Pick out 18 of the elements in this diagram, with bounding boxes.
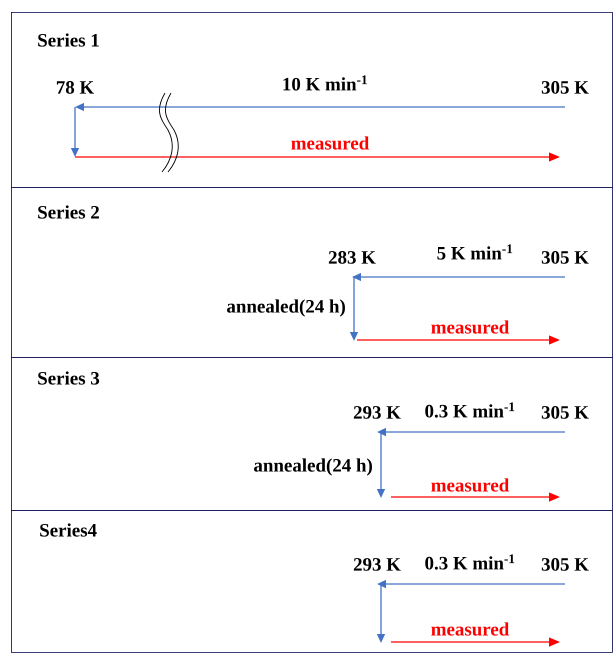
annealing-label: annealed(24 h) bbox=[254, 458, 372, 476]
temperature-label: 305 K bbox=[542, 81, 589, 94]
measured-label: measured bbox=[431, 320, 510, 334]
temperature-label: 305 K bbox=[542, 558, 589, 571]
temperature-label: 305 K bbox=[542, 406, 589, 419]
temperature-label: 293 K bbox=[354, 558, 401, 571]
rate-label: 0.3 K min$^{-1}$ bbox=[424, 553, 516, 571]
rate-label: 10 K min$^{-1}$ bbox=[280, 74, 370, 92]
annealing-label: annealed(24 h) bbox=[227, 299, 345, 317]
rate-label: 5 K min$^{-1}$ bbox=[436, 243, 514, 261]
rate-label: 0.3 K min$^{-1}$ bbox=[424, 401, 516, 419]
measured-label: measured bbox=[431, 478, 510, 492]
temperature-label: 283 K bbox=[328, 251, 376, 264]
temperature-label: 78 K bbox=[56, 81, 94, 94]
measured-label: measured bbox=[291, 136, 370, 150]
measured-label: measured bbox=[431, 622, 510, 636]
temperature-label: 305 K bbox=[542, 251, 589, 264]
temperature-label: 293 K bbox=[354, 406, 401, 419]
